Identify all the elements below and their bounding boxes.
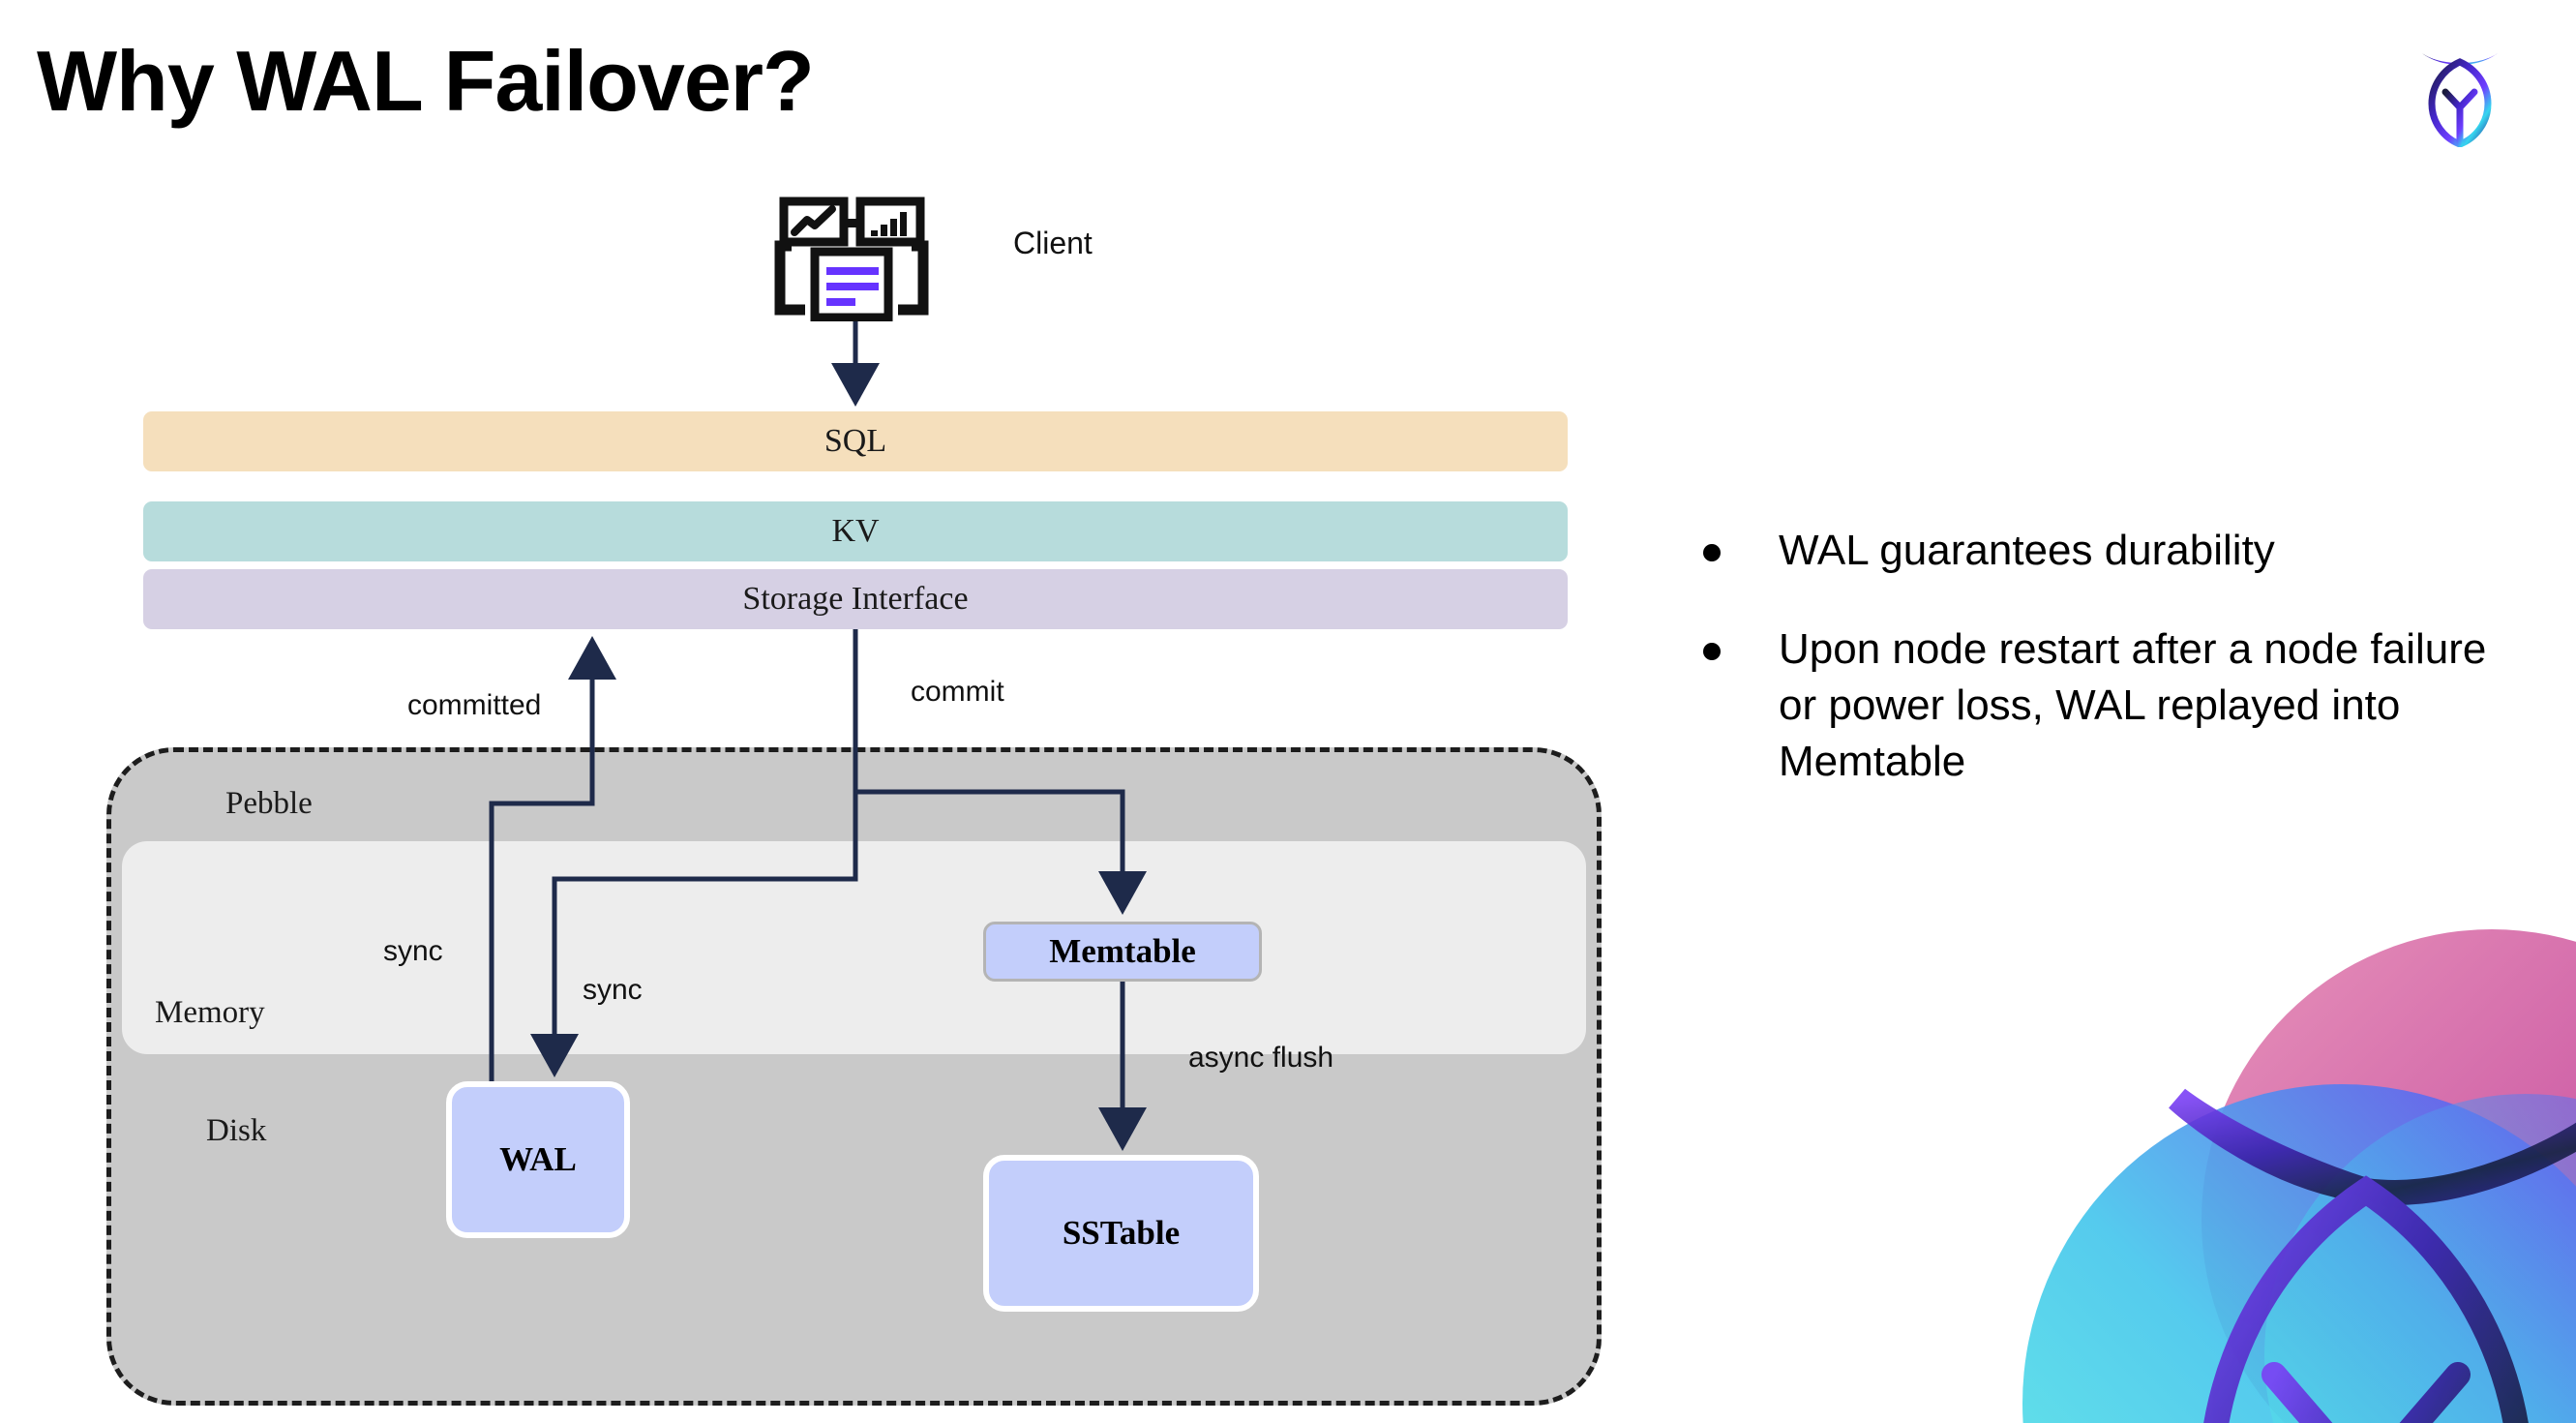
memory-zone bbox=[122, 841, 1586, 1054]
node-sstable-label: SSTable bbox=[1062, 1214, 1181, 1252]
cockroachdb-logo-icon bbox=[2416, 36, 2503, 148]
bullet-text: WAL guarantees durability bbox=[1779, 527, 2275, 574]
layer-kv: KV bbox=[143, 501, 1568, 561]
client-dashboard-icon bbox=[774, 196, 929, 322]
node-memtable: Memtable bbox=[983, 922, 1262, 982]
client-label: Client bbox=[1013, 226, 1093, 260]
node-wal: WAL bbox=[446, 1081, 630, 1238]
bullet-list: WAL guarantees durability Upon node rest… bbox=[1703, 523, 2506, 833]
node-wal-label: WAL bbox=[499, 1140, 577, 1178]
edge-label-sync-left: sync bbox=[383, 935, 443, 967]
edge-label-committed: committed bbox=[407, 689, 542, 721]
layer-storage-label: Storage Interface bbox=[742, 581, 969, 617]
architecture-diagram: Client SQL KV Storage Interface Pebble M… bbox=[106, 196, 1602, 1406]
layer-sql-label: SQL bbox=[824, 423, 887, 459]
decorative-corner-graphic bbox=[1926, 900, 2576, 1423]
list-item: Upon node restart after a node failure o… bbox=[1703, 621, 2506, 790]
memory-label: Memory bbox=[155, 995, 265, 1030]
bullet-dot-icon bbox=[1703, 643, 1721, 661]
edge-label-commit: commit bbox=[911, 676, 1004, 708]
layer-kv-label: KV bbox=[831, 513, 880, 549]
edge-label-async-flush: async flush bbox=[1188, 1042, 1334, 1074]
node-sstable: SSTable bbox=[983, 1155, 1259, 1312]
edge-label-sync-right: sync bbox=[583, 974, 643, 1006]
layer-sql: SQL bbox=[143, 411, 1568, 471]
pebble-label: Pebble bbox=[225, 786, 313, 821]
layer-storage-interface: Storage Interface bbox=[143, 569, 1568, 629]
disk-label: Disk bbox=[206, 1113, 267, 1148]
bullet-text: Upon node restart after a node failure o… bbox=[1779, 625, 2487, 786]
page-title: Why WAL Failover? bbox=[37, 33, 815, 129]
node-memtable-label: Memtable bbox=[1049, 932, 1196, 970]
list-item: WAL guarantees durability bbox=[1703, 523, 2506, 579]
bullet-dot-icon bbox=[1703, 544, 1721, 561]
